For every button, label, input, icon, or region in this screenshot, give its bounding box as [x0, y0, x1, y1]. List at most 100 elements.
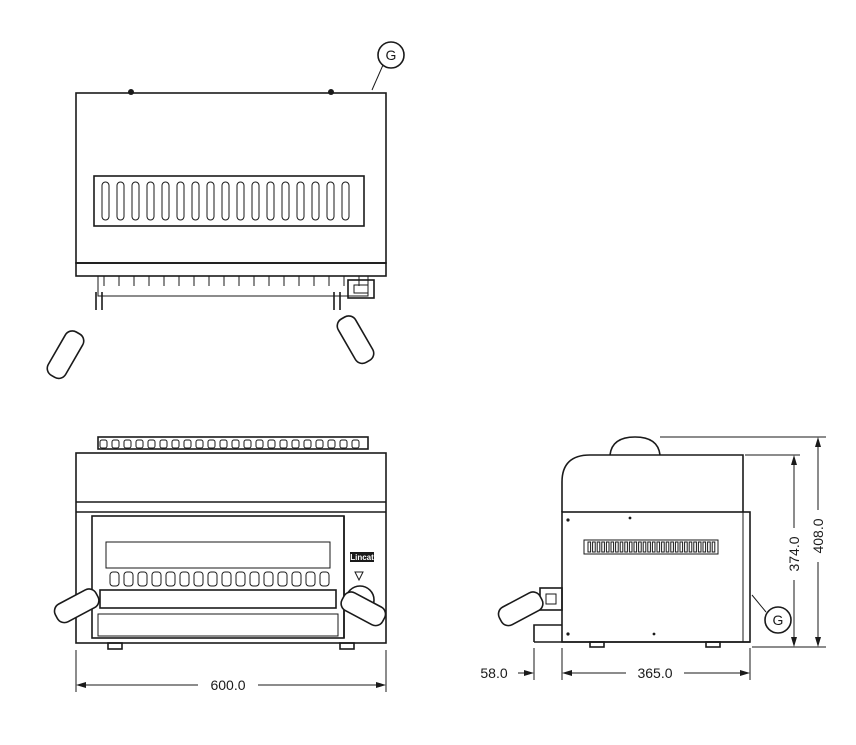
side-vent-slot: [656, 541, 661, 553]
burner-port: [151, 571, 162, 587]
comb-tooth: [243, 439, 252, 449]
comb-tooth: [135, 439, 144, 449]
front-handle-left: [53, 588, 100, 624]
top-vent-slot: [296, 181, 305, 221]
top-grill-ribs: [103, 276, 360, 286]
burner-port: [263, 571, 274, 587]
top-vent-slot: [161, 181, 170, 221]
side-vent-slot: [638, 541, 642, 553]
dimension-side-offset: 58.0: [480, 665, 507, 681]
comb-tooth: [351, 439, 360, 449]
side-vent-slot: [610, 541, 615, 553]
side-vent-slot: [642, 541, 647, 553]
comb-tooth: [159, 439, 168, 449]
side-vent-slot: [596, 541, 601, 553]
top-vent-slot: [236, 181, 245, 221]
comb-tooth: [339, 439, 348, 449]
front-grill-pan: [99, 589, 337, 609]
comb-tooth: [231, 439, 240, 449]
callout-g-top-label: G: [386, 47, 397, 63]
front-element: [105, 541, 331, 569]
front-view-body: [75, 452, 387, 644]
dimension-side-height-inner: 374.0: [786, 536, 802, 571]
comb-tooth: [255, 439, 264, 449]
callout-g-side-label: G: [773, 612, 784, 628]
top-vent-slots: [101, 181, 350, 221]
comb-tooth: [219, 439, 228, 449]
side-body: [561, 511, 751, 643]
side-vent-slot: [684, 541, 688, 553]
side-vent-slot: [711, 541, 716, 553]
burner-port: [291, 571, 302, 587]
dimension-side-depth: 365.0: [637, 665, 672, 681]
top-view-body: [75, 92, 387, 264]
burner-port: [123, 571, 134, 587]
side-vent-slot: [693, 541, 697, 553]
control-indicator-icon: [354, 571, 364, 582]
comb-tooth: [183, 439, 192, 449]
burner-port: [179, 571, 190, 587]
side-vent-slot: [624, 541, 628, 553]
comb-tooth: [207, 439, 216, 449]
side-vent-slot: [615, 541, 619, 553]
top-vent-slot: [176, 181, 185, 221]
side-vent-panel: [583, 539, 719, 555]
top-vent-slot: [131, 181, 140, 221]
top-vent-slot: [311, 181, 320, 221]
burner-port: [277, 571, 288, 587]
front-top-grill: [97, 436, 369, 450]
top-vent-slot: [116, 181, 125, 221]
dimension-side-height-outer: 408.0: [810, 518, 826, 553]
side-vent-slot: [670, 541, 674, 553]
top-screw-right: [328, 89, 334, 95]
side-vent-slot: [679, 541, 684, 553]
front-comb-teeth: [99, 439, 360, 449]
comb-tooth: [99, 439, 108, 449]
comb-tooth: [195, 439, 204, 449]
comb-tooth: [171, 439, 180, 449]
side-vent-slot: [651, 541, 656, 553]
burner-port: [249, 571, 260, 587]
brand-badge-label: Lincat: [350, 553, 374, 562]
top-view: G: [46, 41, 405, 380]
top-screw-left: [128, 89, 134, 95]
side-vent-slot: [601, 541, 605, 553]
top-vent-slot: [251, 181, 260, 221]
burner-port: [193, 571, 204, 587]
comb-tooth: [315, 439, 324, 449]
side-vent-slot: [647, 541, 651, 553]
side-vent-slot: [605, 541, 610, 553]
brand-badge: [350, 552, 374, 562]
side-vent-slot: [674, 541, 679, 553]
side-vent-slot: [688, 541, 693, 553]
top-handle-left: [46, 292, 103, 380]
top-vent-slot: [281, 181, 290, 221]
callout-g-top: [377, 41, 405, 69]
side-upper-housing: [561, 454, 744, 512]
side-vent-slot: [707, 541, 711, 553]
comb-tooth: [147, 439, 156, 449]
side-vent-slot: [665, 541, 670, 553]
burner-port: [109, 571, 120, 587]
burner-port: [221, 571, 232, 587]
burner-port: [319, 571, 330, 587]
side-dome: [609, 436, 661, 456]
side-vent-slot: [661, 541, 665, 553]
side-vent-slot: [697, 541, 702, 553]
burner-port: [235, 571, 246, 587]
front-handle-right: [340, 591, 387, 627]
front-view: Lincat 600.0: [53, 436, 387, 693]
burner-port: [137, 571, 148, 587]
dimension-front-width: 600.0: [210, 677, 245, 693]
top-vent-slot: [191, 181, 200, 221]
side-vent-slot: [633, 541, 638, 553]
comb-tooth: [267, 439, 276, 449]
comb-tooth: [327, 439, 336, 449]
burner-port: [165, 571, 176, 587]
side-vent-slot: [592, 541, 596, 553]
burner-port: [207, 571, 218, 587]
top-vent-window: [93, 175, 365, 227]
comb-tooth: [123, 439, 132, 449]
front-tray: [97, 613, 339, 637]
